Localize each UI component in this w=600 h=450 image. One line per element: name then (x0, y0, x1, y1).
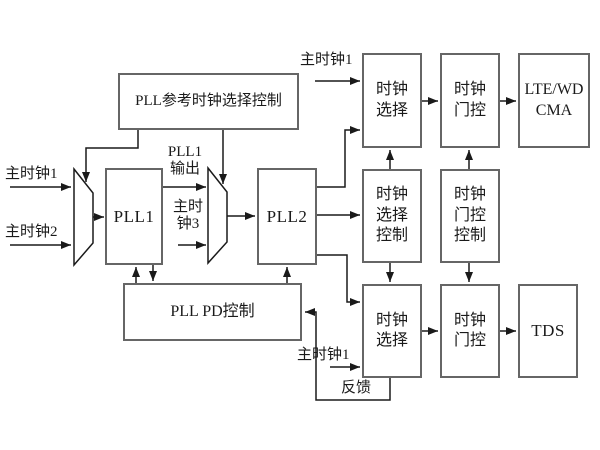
label-main-clock1-left: 主时钟1 (5, 166, 58, 182)
wire-refctrl-to-mux1 (82, 130, 139, 182)
label-main-clock3: 主时 钟3 (172, 199, 203, 233)
wire-pll2-to-clk-sel-top (317, 126, 360, 188)
block-clock-select-top: 时钟 选择 (362, 53, 422, 148)
wire-feedback (305, 308, 391, 401)
block-pll2: PLL2 (257, 168, 317, 265)
pll2-input-mux (207, 165, 228, 265)
label-main-clock1-bottom: 主时钟1 (297, 347, 350, 363)
block-clock-gate-control: 时钟 门控 控制 (440, 169, 500, 263)
block-clock-select-bottom: 时钟 选择 (362, 284, 422, 378)
wire-pll2-to-clk-sel-bot (317, 254, 360, 306)
block-clock-select-control: 时钟 选择 控制 (362, 169, 422, 263)
block-tds: TDS (518, 284, 578, 378)
label-main-clock2-left: 主时钟2 (5, 224, 58, 240)
label-feedback: 反馈 (340, 380, 371, 396)
pll1-input-mux (73, 166, 94, 268)
block-clock-gate-bottom: 时钟 门控 (440, 284, 500, 378)
label-main-clock1-top: 主时钟1 (300, 52, 353, 68)
block-pll1: PLL1 (105, 168, 163, 265)
block-lte-wdcma: LTE/WD CMA (518, 53, 590, 148)
block-clock-gate-top: 时钟 门控 (440, 53, 500, 148)
label-pll1-output: PLL1 输出 (167, 144, 203, 178)
block-pll-pd-control: PLL PD控制 (123, 283, 302, 341)
block-pll-ref-clock-select-control: PLL参考时钟选择控制 (118, 73, 299, 130)
